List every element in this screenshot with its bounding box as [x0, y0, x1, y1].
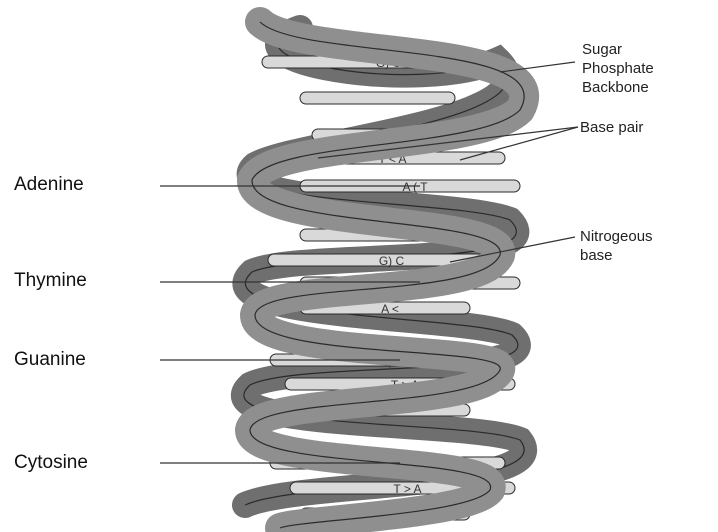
nitrogenous-line-1: Nitrogeous	[580, 227, 653, 246]
nitrogenous-line-2: base	[580, 246, 653, 265]
label-nitrogenous-base: Nitrogeous base	[580, 227, 653, 265]
label-base-pair: Base pair	[580, 118, 643, 137]
base-pair-letters: T > A	[393, 482, 421, 496]
backbone-line-2: Phosphate	[582, 59, 654, 78]
base-pair-letters: A ( T	[402, 180, 428, 194]
label-adenine: Adenine	[14, 174, 84, 196]
label-sugar-phosphate-backbone: Sugar Phosphate Backbone	[582, 40, 654, 97]
base-pair-letters: G) C	[379, 254, 405, 268]
base-pair-rung	[300, 92, 455, 104]
base-pair-letters: A <	[381, 302, 399, 316]
label-thymine: Thymine	[14, 270, 87, 292]
label-cytosine: Cytosine	[14, 452, 88, 474]
backbone-line-1: Sugar	[582, 40, 654, 59]
label-guanine: Guanine	[14, 349, 86, 371]
backbone-line-3: Backbone	[582, 78, 654, 97]
